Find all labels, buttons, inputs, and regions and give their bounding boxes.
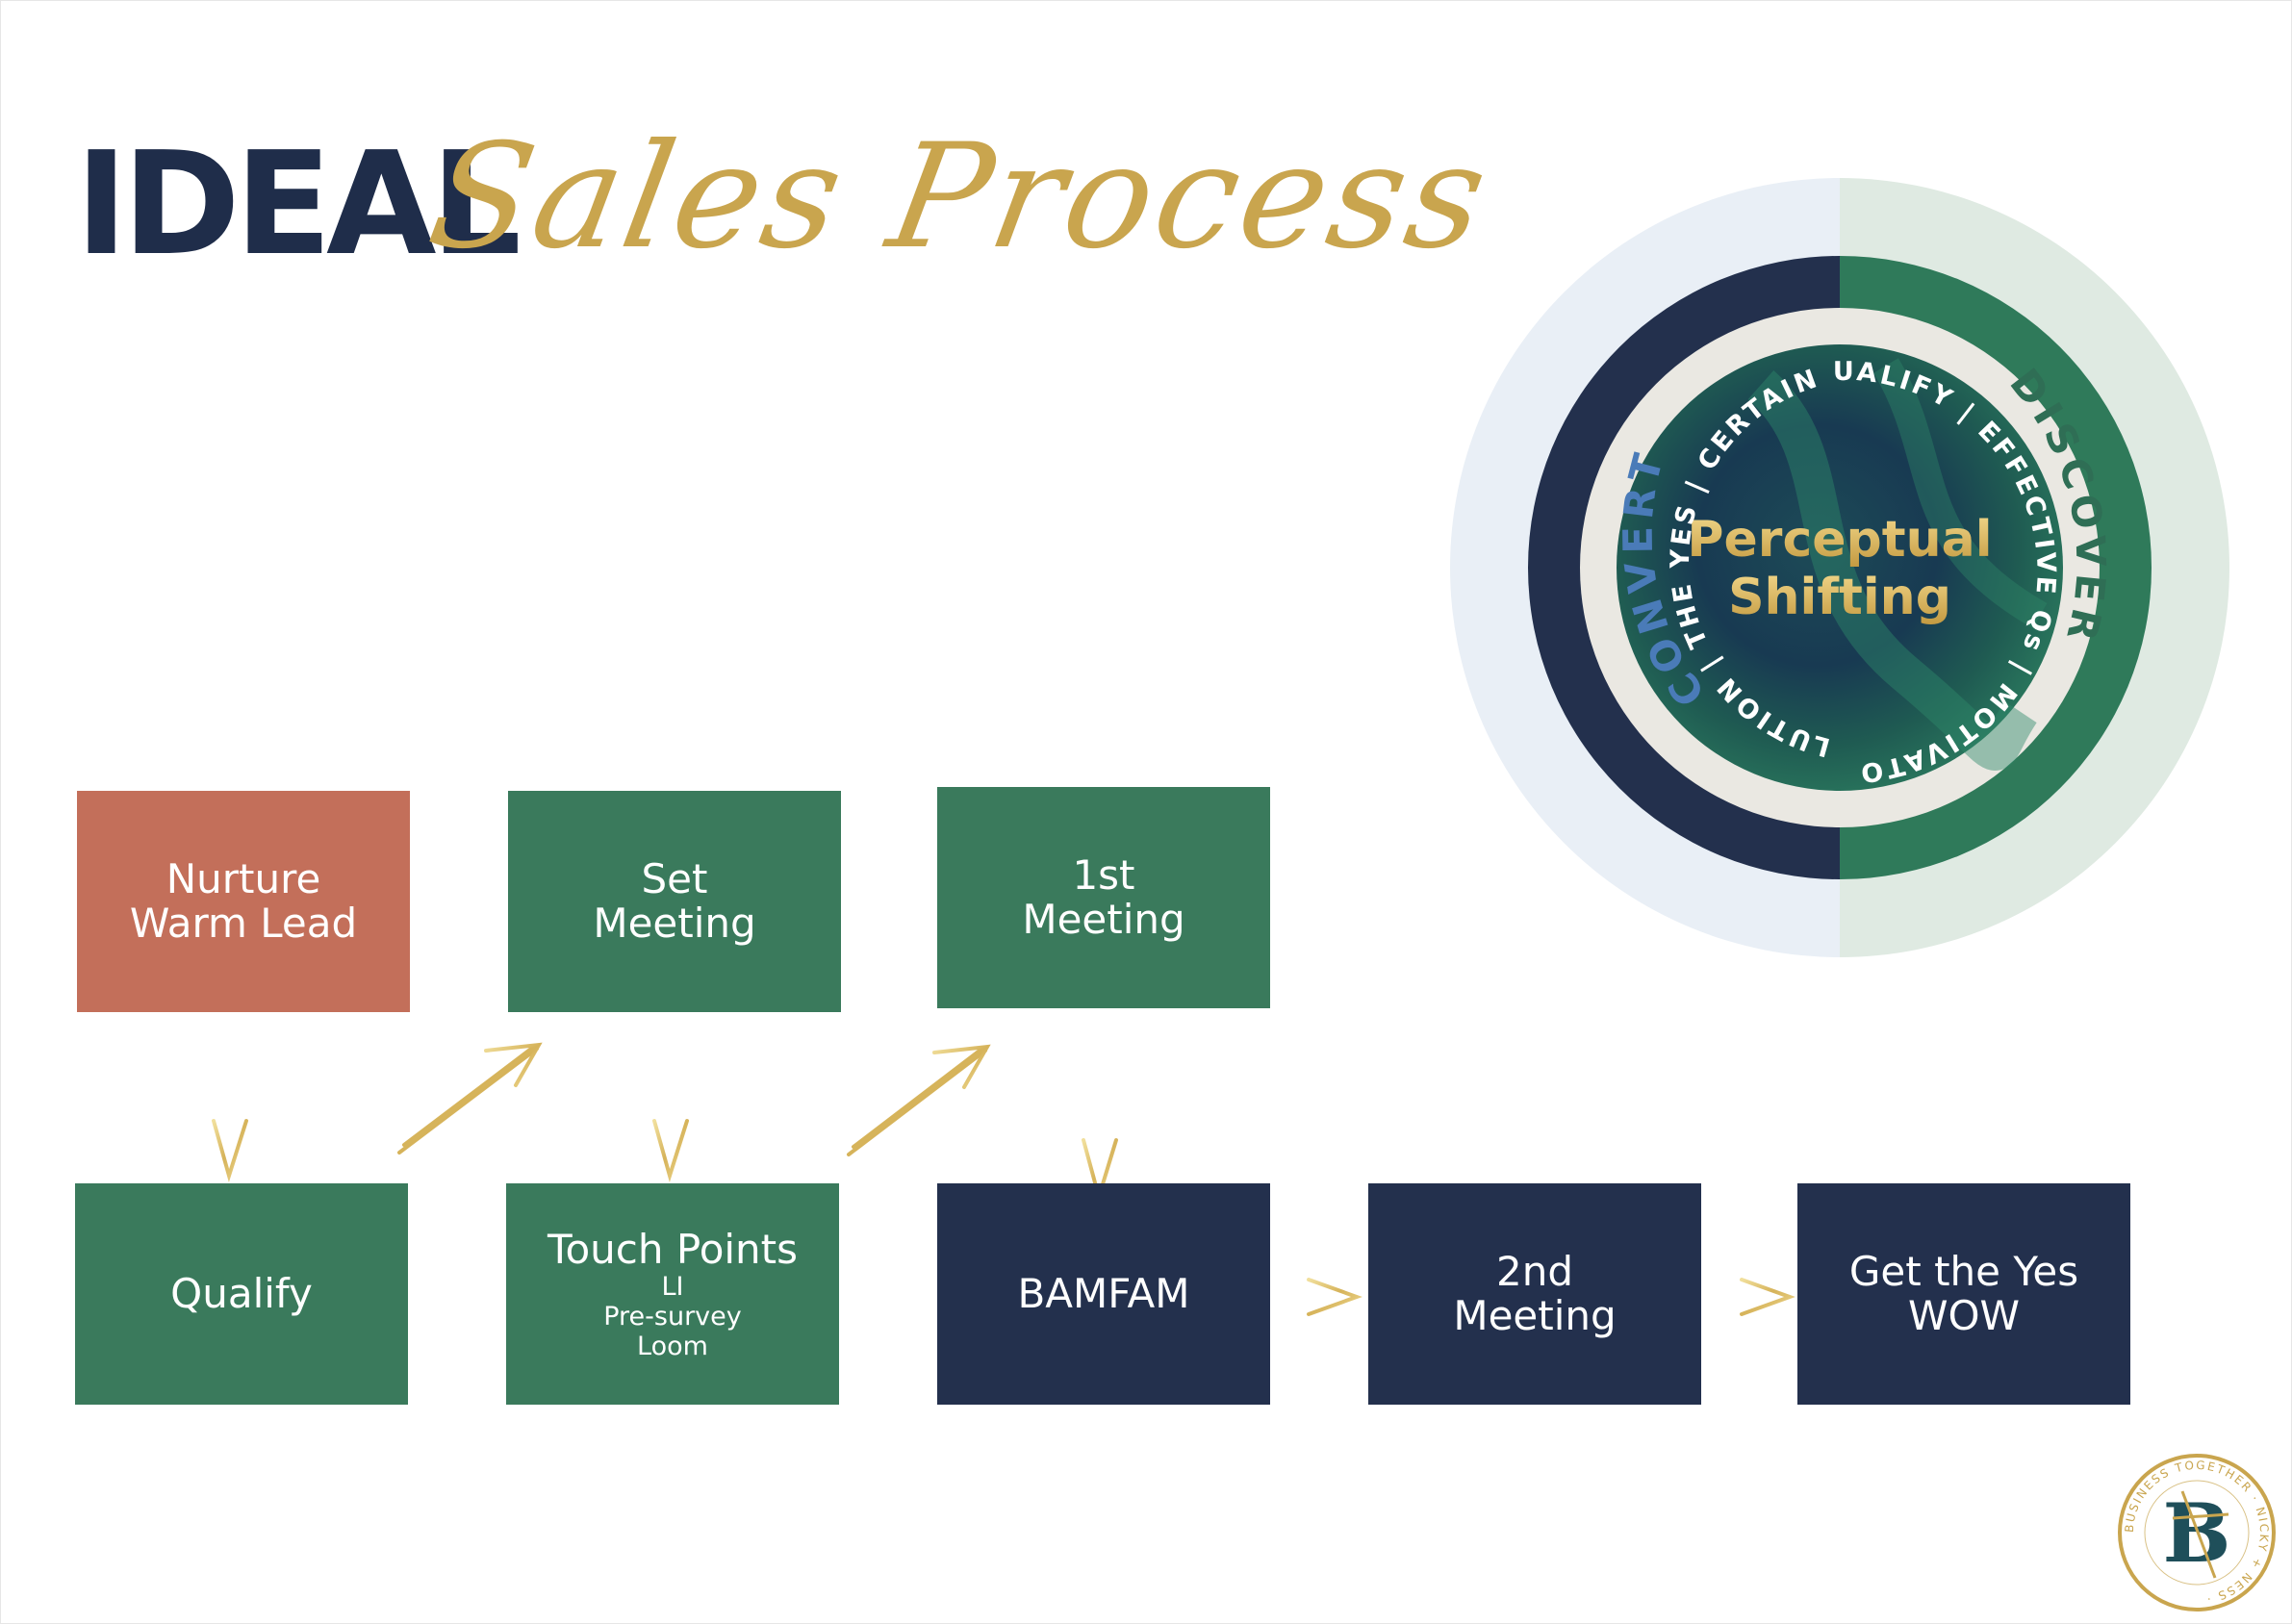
touch-points-box: Touch Points LI Pre-survey Loom bbox=[506, 1183, 839, 1405]
touch-points-label: Touch Points bbox=[547, 1225, 799, 1273]
arrow-first-meeting-to-bamfam bbox=[1082, 1018, 1118, 1205]
nurture-warm-lead-box: Nurture Warm Lead bbox=[77, 791, 410, 1012]
touch-points-sub-1: LI bbox=[661, 1271, 684, 1302]
second-meeting-box: 2nd Meeting bbox=[1368, 1183, 1701, 1405]
first-meeting-box: 1st Meeting bbox=[937, 787, 1270, 1008]
arrow-set-meeting-to-touch-points bbox=[652, 1013, 689, 1182]
qualify-box: Qualify bbox=[75, 1183, 408, 1405]
touch-points-sub-3: Loom bbox=[637, 1331, 708, 1361]
center-text-2: Shifting bbox=[1728, 569, 1951, 626]
set-meeting-box: Set Meeting bbox=[508, 791, 841, 1012]
nurture-line-2: Warm Lead bbox=[129, 900, 358, 947]
arrow-qualify-to-set-meeting bbox=[397, 1042, 543, 1155]
arrow-touch-points-to-first-meeting bbox=[847, 1044, 991, 1156]
bamfam-label: BAMFAM bbox=[1017, 1270, 1190, 1317]
arrow-nurture-to-qualify bbox=[212, 1013, 248, 1182]
get-the-yes-box: Get the Yes WOW bbox=[1797, 1183, 2130, 1405]
title-ideal: IDEAL bbox=[75, 121, 522, 287]
bamfam-box: BAMFAM bbox=[937, 1183, 1270, 1405]
arrow-bamfam-to-second-meeting bbox=[1270, 1278, 1362, 1316]
center-text-1: Perceptual bbox=[1687, 511, 1992, 569]
nurture-line-1: Nurture bbox=[166, 855, 321, 902]
set-meeting-line-1: Set bbox=[641, 855, 708, 902]
get-the-yes-line-2: WOW bbox=[1907, 1292, 2021, 1339]
set-meeting-line-2: Meeting bbox=[593, 900, 756, 947]
arrow-second-meeting-to-get-the-yes bbox=[1703, 1278, 1795, 1316]
second-meeting-line-1: 2nd bbox=[1495, 1248, 1573, 1295]
first-meeting-line-2: Meeting bbox=[1022, 896, 1185, 943]
touch-points-sub-2: Pre-survey bbox=[603, 1301, 742, 1332]
qualify-label: Qualify bbox=[170, 1270, 313, 1317]
center-circle bbox=[1617, 344, 2063, 791]
get-the-yes-line-1: Get the Yes bbox=[1848, 1248, 2079, 1295]
business-together-logo: BUSINESS TOGETHER · NICKY + NESS · B bbox=[2118, 1454, 2276, 1611]
second-meeting-line-2: Meeting bbox=[1453, 1292, 1617, 1339]
perceptual-shifting-wheel: Perceptual Shifting CONVERT DISCOVER SOL… bbox=[1443, 173, 2229, 957]
first-meeting-line-1: 1st bbox=[1072, 851, 1135, 899]
